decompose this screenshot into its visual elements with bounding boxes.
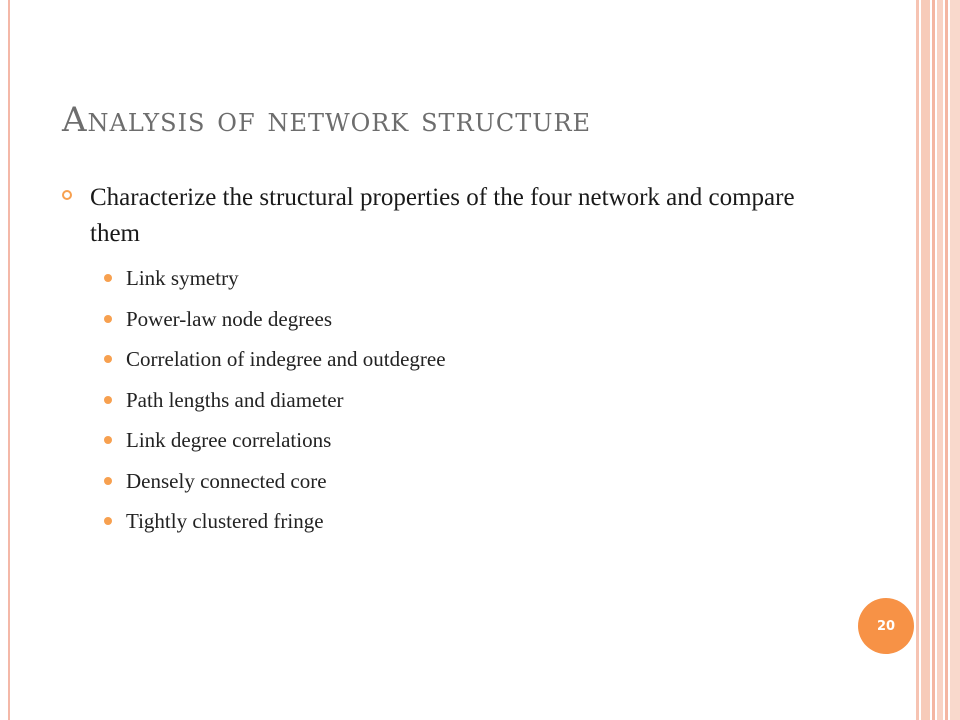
page-number-badge: 20 [858, 598, 914, 654]
sub-bullet-item: Correlation of indegree and outdegree [104, 339, 446, 380]
sub-bullet-label: Correlation of indegree and outdegree [126, 347, 446, 371]
dot-bullet-icon [104, 355, 112, 363]
ring-bullet-icon [62, 190, 72, 200]
sub-bullet-item: Path lengths and diameter [104, 380, 446, 421]
page-number: 20 [876, 618, 896, 634]
sub-bullet-item: Link degree correlations [104, 420, 446, 461]
dot-bullet-icon [104, 274, 112, 282]
sub-bullet-label: Power-law node degrees [126, 306, 333, 331]
right-decor-stripe [921, 0, 930, 720]
sub-bullet-label: Densely connected core [126, 468, 327, 493]
right-decor-stripe [950, 0, 960, 720]
sub-bullet-label: Link degree correlations [126, 428, 332, 452]
dot-bullet-icon [104, 436, 112, 444]
main-bullet: Characterize the structural properties o… [62, 180, 842, 252]
dot-bullet-icon [104, 517, 112, 525]
right-decor-stripe [937, 0, 943, 720]
sub-bullet-item: Densely connected core [104, 461, 446, 502]
sub-bullet-item: Tightly clustered fringe [104, 501, 446, 542]
sub-bullet-label: Tightly clustered fringe [126, 509, 324, 533]
sub-bullet-item: Power-law node degrees [104, 299, 446, 340]
sub-bullet-item: Link symetry [104, 258, 446, 299]
dot-bullet-icon [104, 476, 112, 485]
left-frame-line [8, 0, 10, 720]
sub-bullet-list: Link symetry Power-law node degrees Corr… [104, 258, 446, 542]
sub-bullet-label: Path lengths and diameter [126, 387, 344, 412]
right-decor-stripe [916, 0, 919, 720]
dot-bullet-icon [104, 314, 112, 323]
right-decor-stripe [945, 0, 948, 720]
slide-title: Analysis of network structure [62, 100, 592, 140]
main-bullet-text: Characterize the structural properties o… [90, 184, 795, 247]
right-decor-stripe [932, 0, 935, 720]
dot-bullet-icon [104, 395, 112, 404]
sub-bullet-label: Link symetry [126, 266, 239, 290]
